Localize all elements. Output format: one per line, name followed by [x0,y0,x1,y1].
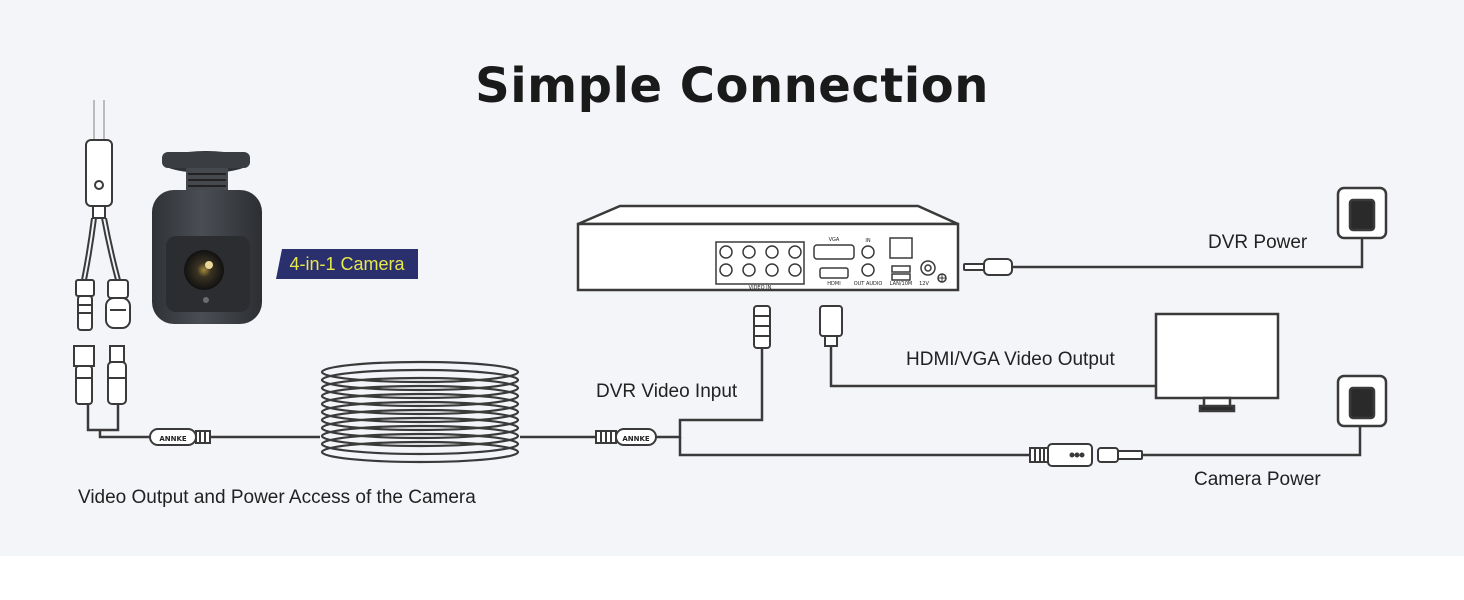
power-port-label: 12V [919,281,929,287]
hdmi-cable [829,346,1156,388]
wall-outlet-camera [1336,374,1388,428]
hdmi-port-label: HDMI [827,281,840,287]
svg-text:ANNKE: ANNKE [159,435,187,443]
camera-badge: 4-in-1 Camera [276,249,418,279]
camera-connector-pair [73,345,127,405]
coiled-cable [320,360,520,464]
vga-port-label: VGA [829,237,840,243]
lan-port-label: LAN/10M [890,281,912,287]
camera-power-adapter [1029,443,1143,467]
dvr-video-input-label: DVR Video Input [596,381,738,402]
annke-plug-left: ANNKE [149,428,211,446]
split-wires [656,348,1030,457]
audio-out-label: OUT AUDIO [854,281,883,287]
dvr-port-labels: VGA HDMI VIDEO IN IN OUT AUDIO LAN/10M 1… [749,237,930,291]
dvr-power-cable [1012,232,1364,269]
wall-outlet-dvr [1336,186,1388,240]
hdmi-plug [819,305,843,347]
page-title: Simple Connection [475,58,989,114]
dvr-power-plug [963,258,1013,276]
camera-power-label: Camera Power [1194,469,1321,490]
dvr-power-label: DVR Power [1208,232,1308,253]
dc-jack-camera [105,279,131,329]
bullet-camera [152,151,262,324]
monitor [1154,312,1280,413]
camera-pigtail-cable [81,100,121,281]
camera-access-label: Video Output and Power Access of the Cam… [78,487,476,508]
connection-diagram: ANNKE ANNKE [73,100,1388,467]
camera-power-cable [1142,420,1362,457]
bnc-plug-camera [75,279,95,331]
annke-plug-right: ANNKE [595,428,657,446]
audio-in-label: IN [865,238,870,244]
video-in-label: VIDEO IN [749,285,772,291]
svg-text:ANNKE: ANNKE [622,435,650,443]
bnc-plug-dvr [753,305,771,349]
dvr-recorder [576,204,960,292]
hdmi-vga-output-label: HDMI/VGA Video Output [906,349,1115,370]
camera-side-wires [86,404,150,439]
